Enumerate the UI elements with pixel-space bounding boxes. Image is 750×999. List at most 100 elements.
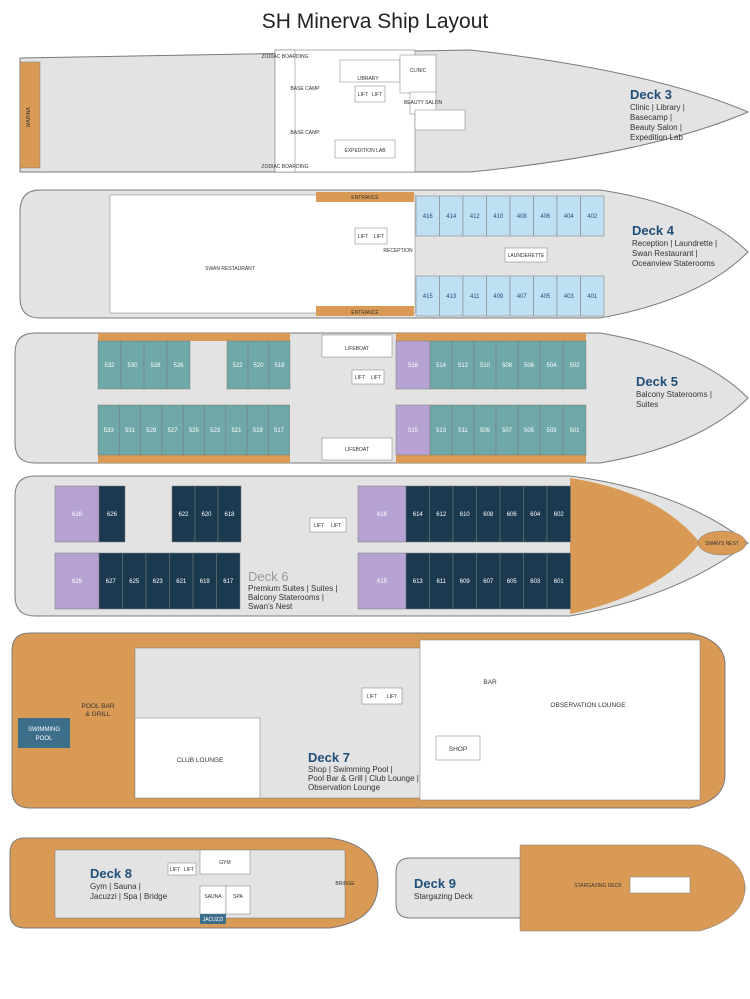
cabin-label-504: 504 <box>546 363 557 369</box>
cabin-label-613: 613 <box>413 579 424 585</box>
cabin-label-608: 608 <box>483 512 494 518</box>
cabin-label-602: 602 <box>554 512 565 518</box>
deck-3-clinic: CLINIC <box>410 68 427 74</box>
cabin-label-617: 617 <box>223 579 234 585</box>
cabin-label-508: 508 <box>502 363 513 369</box>
deck-7-club-lounge: CLUB LOUNGE <box>177 757 224 764</box>
cabin-label-515: 515 <box>408 428 419 434</box>
cabin-label-605: 605 <box>507 579 518 585</box>
deck-4-swan-restaurant: SWAN RESTAURANT <box>205 266 255 272</box>
cabin-label-621: 621 <box>176 579 187 585</box>
cabin-517 <box>268 404 290 456</box>
cabin-label-415: 415 <box>423 294 434 300</box>
deck-7-lift-a: LIFT <box>367 694 377 700</box>
deck-8-lift-b: LIFT <box>184 867 194 873</box>
deck-7-line-3: Observation Lounge <box>308 783 381 792</box>
cabin-401 <box>580 275 605 317</box>
deck-5-lift-b: LIFT <box>371 375 381 381</box>
deck-4-lift-a: LIFT <box>358 234 368 240</box>
deck-3-line-3: Beauty Salon | <box>630 123 682 132</box>
cabin-label-503: 503 <box>546 428 557 434</box>
deck-7-bar: BAR <box>483 679 497 686</box>
cabin-label-514: 514 <box>436 363 447 369</box>
cabin-label-620: 620 <box>201 512 212 518</box>
cabin-label-626: 626 <box>107 512 118 518</box>
cabin-502 <box>562 340 587 390</box>
cabin-label-517: 517 <box>274 428 285 434</box>
cabin-label-629: 629 <box>72 579 83 585</box>
cabin-label-612: 612 <box>436 512 447 518</box>
cabin-label-615: 615 <box>377 579 388 585</box>
cabin-label-408: 408 <box>517 214 528 220</box>
deck-4-reception: RECEPTION <box>383 248 413 254</box>
deck-8-title: Deck 8 <box>90 866 132 881</box>
deck-3-expedition-lab: EXPEDITION LAB <box>344 148 386 154</box>
cabin-label-530: 530 <box>127 363 138 369</box>
deck-9-stargazing-label: STARGAZING DECK <box>574 883 622 889</box>
deck-3-lift-b: LIFT <box>372 92 382 98</box>
cabin-label-405: 405 <box>540 294 551 300</box>
cabin-616 <box>357 485 407 543</box>
cabin-label-525: 525 <box>189 428 200 434</box>
cabin-label-409: 409 <box>493 294 504 300</box>
cabin-label-518: 518 <box>274 363 285 369</box>
cabin-label-610: 610 <box>460 512 471 518</box>
deck-6-line-3: Swan's Nest <box>248 602 293 611</box>
deck-4-restaurant <box>109 194 416 314</box>
deck-4-line-1: Reception | Laundrette | <box>632 239 717 248</box>
deck-4-title: Deck 4 <box>632 223 675 238</box>
deck-7-title: Deck 7 <box>308 750 350 765</box>
deck-3-zodiac-bottom: ZODIAC BOARDING <box>262 164 309 170</box>
deck-8-gym: GYM <box>219 860 230 866</box>
deck-9-title: Deck 9 <box>414 876 456 891</box>
cabin-label-607: 607 <box>483 579 494 585</box>
deck-8-bridge: BRIDGE <box>335 881 355 887</box>
cabin-label-619: 619 <box>200 579 211 585</box>
cabin-label-520: 520 <box>253 363 264 369</box>
cabin-629 <box>54 552 100 610</box>
cabin-label-413: 413 <box>446 294 457 300</box>
cabin-618 <box>217 485 242 543</box>
deck-5-lift-a: LIFT <box>355 375 365 381</box>
deck-4-lift-b: LIFT <box>374 234 384 240</box>
cabin-label-401: 401 <box>587 294 598 300</box>
deck-8-spa: SPA <box>233 894 243 900</box>
deck-3-title: Deck 3 <box>630 87 672 102</box>
cabin-label-414: 414 <box>446 214 457 220</box>
cabin-615 <box>357 552 407 610</box>
cabin-label-531: 531 <box>125 428 136 434</box>
deck-5-lifeboat-bottom: LIFEBOAT <box>345 447 369 453</box>
deck-8-line-2: Jacuzzi | Spa | Bridge <box>90 892 168 901</box>
cabin-label-506: 506 <box>524 363 535 369</box>
cabin-label-404: 404 <box>564 214 575 220</box>
cabin-label-509: 509 <box>480 428 491 434</box>
cabin-label-501: 501 <box>569 428 580 434</box>
deck-6-bow-wood <box>570 478 700 614</box>
cabin-602 <box>546 485 571 543</box>
cabin-label-533: 533 <box>104 428 115 434</box>
cabin-label-611: 611 <box>436 579 446 585</box>
deck-8-sauna: SAUNA <box>204 894 222 900</box>
deck-3-marina-label: MARINA <box>26 107 32 127</box>
cabin-label-528: 528 <box>150 363 161 369</box>
deck-3-line-2: Basecamp | <box>630 113 672 122</box>
deck-9: STARGAZING DECK Deck 9 Stargazing Deck <box>395 844 746 932</box>
cabin-628 <box>54 485 100 543</box>
deck-6-title: Deck 6 <box>248 569 288 584</box>
deck-6-line-2: Balcony Staterooms | <box>248 593 324 602</box>
deck-7: CLUB LOUNGE OBSERVATION LOUNGE BAR SHOP … <box>11 632 726 809</box>
cabin-label-510: 510 <box>480 363 491 369</box>
deck-3-beauty-salon: BEAUTY SALON <box>404 100 443 106</box>
cabin-label-614: 614 <box>413 512 424 518</box>
deck-4-line-3: Oceanview Staterooms <box>632 259 715 268</box>
deck-8-jacuzzi: JACUZZI <box>203 917 224 923</box>
deck-5-title: Deck 5 <box>636 374 678 389</box>
cabin-label-622: 622 <box>178 512 189 518</box>
cabin-label-601: 601 <box>554 579 565 585</box>
cabin-label-402: 402 <box>587 214 598 220</box>
cabin-label-519: 519 <box>253 428 264 434</box>
